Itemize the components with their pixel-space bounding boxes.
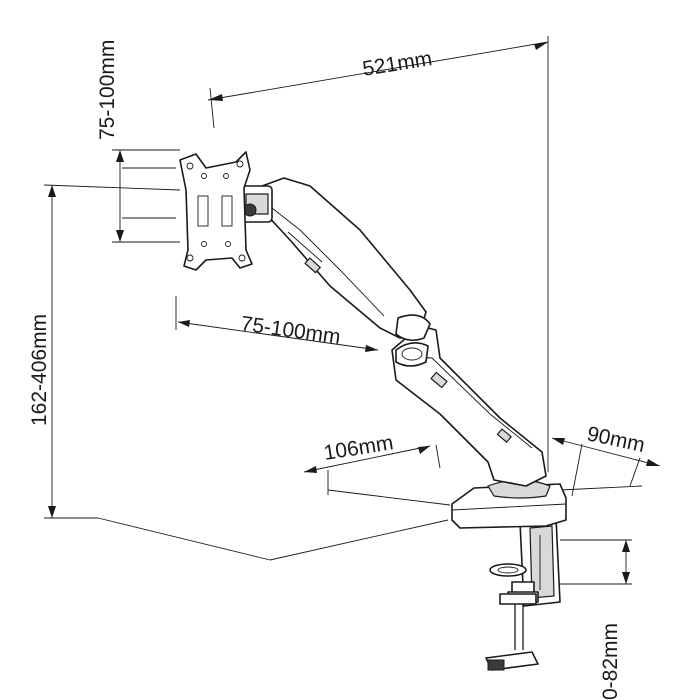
dimension-lines — [43, 36, 661, 585]
total-reach-label: 521mm — [361, 47, 434, 81]
base-depth-label: 106mm — [322, 431, 395, 465]
vesa-horizontal-label: 75-100mm — [239, 312, 342, 349]
lower-arm — [391, 325, 547, 487]
tilt-head — [229, 185, 273, 223]
vesa-vertical-label: 75-100mm — [96, 40, 119, 140]
arm-base — [451, 479, 567, 529]
desk-clamp — [485, 517, 561, 671]
monitor-arm — [179, 151, 567, 671]
base-width-label: 90mm — [585, 422, 647, 457]
vesa-plate — [179, 151, 253, 271]
height-range-label: 162-406mm — [28, 314, 51, 426]
upper-arm — [261, 177, 431, 342]
clamp-range-label: 0-82mm — [599, 623, 622, 700]
